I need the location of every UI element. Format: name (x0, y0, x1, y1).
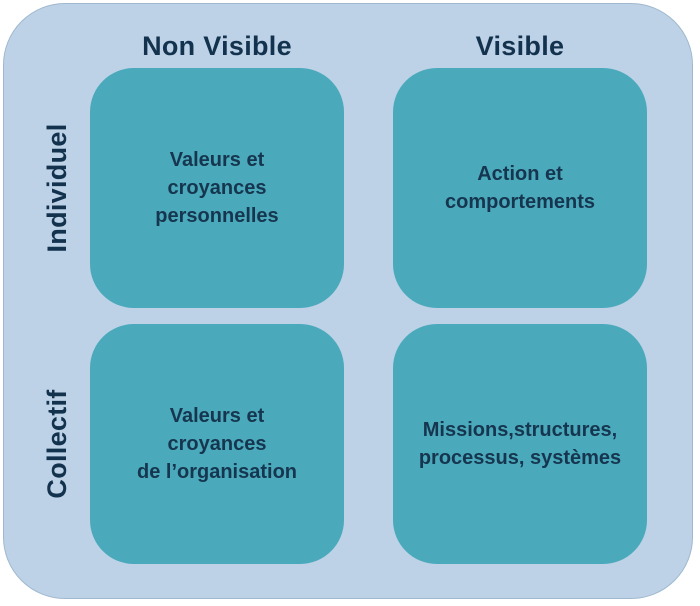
column-header-non-visible: Non Visible (142, 31, 292, 61)
row-header-individuel: Individuel (42, 123, 72, 253)
column-header-visible: Visible (475, 31, 565, 61)
cell-individuel-visible: Action et comportements (393, 68, 647, 308)
cell-text: Valeurs et croyances de l’organisation (136, 405, 298, 483)
row-header-collectif: Collectif (42, 389, 72, 499)
cell-text: Missions,structures, processus, systèmes (418, 419, 622, 469)
cell-text: Action et comportements (444, 163, 596, 213)
cell-collectif-visible: Missions,structures, processus, systèmes (393, 324, 647, 564)
cell-individuel-non-visible: Valeurs et croyances personnelles (90, 68, 344, 308)
cell-collectif-non-visible: Valeurs et croyances de l’organisation (90, 324, 344, 564)
cell-text: Valeurs et croyances personnelles (155, 149, 279, 227)
